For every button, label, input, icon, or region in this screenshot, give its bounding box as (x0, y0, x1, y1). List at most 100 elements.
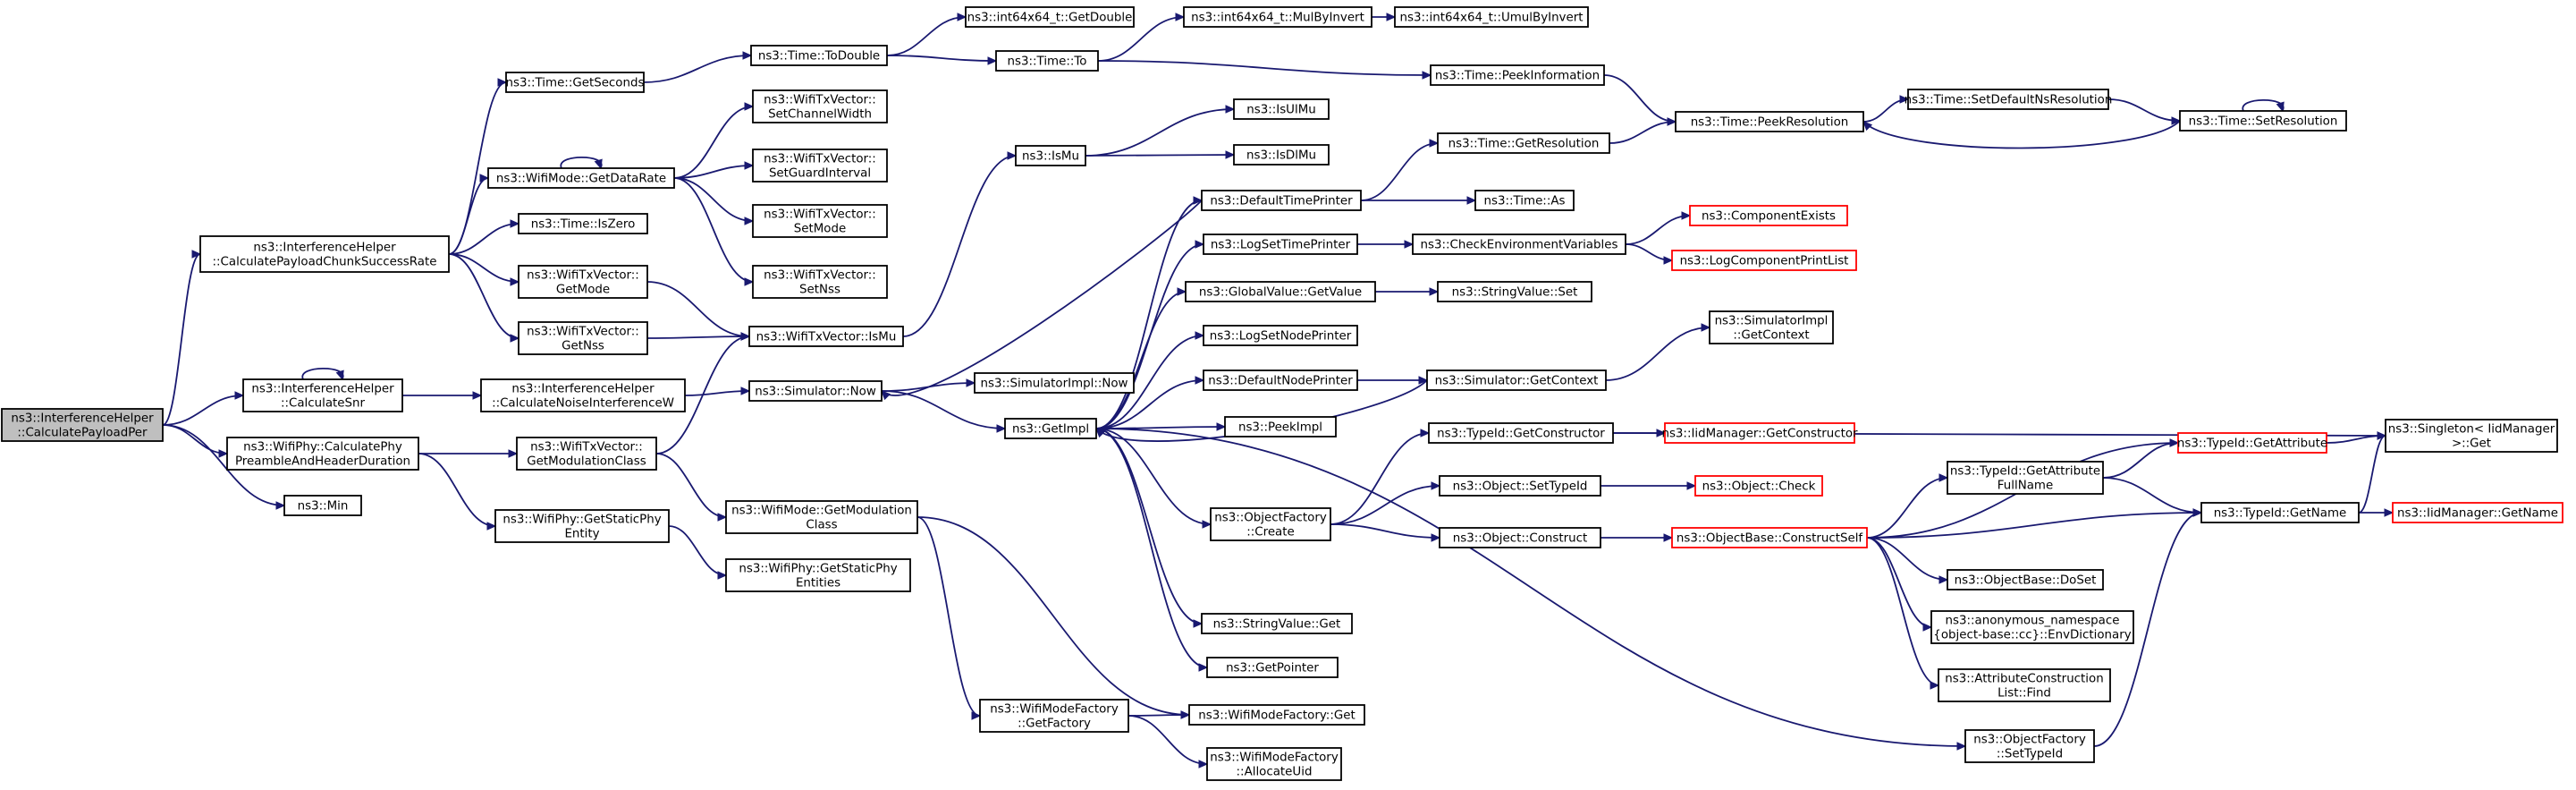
node-getdatarate[interactable]: ns3::WifiMode::GetDataRate (487, 167, 675, 189)
node-mode-getmodclass[interactable]: ns3::WifiMode::GetModulationClass (725, 500, 918, 534)
node-calcphy[interactable]: ns3::WifiPhy::CalculatePhyPreambleAndHea… (226, 437, 419, 471)
node-noise[interactable]: ns3::InterferenceHelper::CalculateNoiseI… (480, 378, 686, 412)
node-txv-getmode[interactable]: ns3::WifiTxVector::GetMode (518, 265, 648, 299)
edge-arrowhead (275, 501, 286, 510)
node-setdefres[interactable]: ns3::Time::SetDefaultNsResolution (1905, 89, 2113, 110)
node-obj-construct[interactable]: ns3::Object::Construct (1439, 527, 1601, 548)
node-getimpl[interactable]: ns3::GetImpl (1004, 418, 1097, 439)
node-umulbyinvert[interactable]: ns3::int64x64_t::UmulByInvert (1394, 6, 1589, 28)
node-label: >::Get (2452, 437, 2491, 451)
node-getdouble[interactable]: ns3::int64x64_t::GetDouble (965, 6, 1135, 28)
node-label: ns3::WifiTxVector:: (527, 269, 639, 283)
edge-line (673, 165, 754, 179)
node-txv-ismu[interactable]: ns3::WifiTxVector::IsMu (748, 326, 904, 347)
edge-line (301, 367, 344, 380)
node-label: SetChannelWidth (768, 108, 872, 122)
node-label: ns3::TypeId::GetAttribute (2177, 437, 2327, 451)
node-timeas[interactable]: ns3::Time::As (1474, 190, 1575, 211)
node-setres[interactable]: ns3::Time::SetResolution (2179, 110, 2347, 132)
node-setgi[interactable]: ns3::WifiTxVector::SetGuardInterval (752, 149, 888, 183)
node-constructself[interactable]: ns3::ObjectBase::ConstructSelf (1671, 527, 1868, 548)
node-allocateuid[interactable]: ns3::WifiModeFactory::AllocateUid (1206, 747, 1342, 781)
node-factory-getfactory[interactable]: ns3::WifiModeFactory::GetFactory (979, 699, 1129, 733)
node-getpointer[interactable]: ns3::GetPointer (1206, 657, 1339, 678)
node-simimplgetcontext[interactable]: ns3::SimulatorImpl::GetContext (1709, 310, 1834, 344)
edge-arrowhead (717, 513, 728, 522)
node-checkenv[interactable]: ns3::CheckEnvironmentVariables (1412, 234, 1626, 255)
node-compexists[interactable]: ns3::ComponentExists (1689, 205, 1848, 226)
node-deftimeprinter[interactable]: ns3::DefaultTimePrinter (1201, 190, 1362, 211)
node-setmode[interactable]: ns3::WifiTxVector::SetMode (752, 204, 888, 238)
edge-line (1603, 74, 1677, 123)
node-box (487, 167, 675, 189)
node-obj-settypeid[interactable]: ns3::Object::SetTypeId (1439, 475, 1601, 497)
node-strvalset[interactable]: ns3::StringValue::Set (1437, 281, 1592, 302)
edge-line (448, 253, 519, 283)
edge-getdatarate-to-setmode (673, 177, 755, 225)
edge-arrowhead (594, 158, 603, 170)
node-factory-get[interactable]: ns3::WifiModeFactory::Get (1188, 704, 1365, 726)
node-box (1394, 6, 1589, 28)
edge-line (668, 525, 727, 576)
node-box (1671, 527, 1868, 548)
node-iszero[interactable]: ns3::Time::IsZero (518, 213, 648, 234)
node-simimplnow[interactable]: ns3::SimulatorImpl::Now (974, 372, 1135, 394)
node-iidmgr-getctor[interactable]: ns3::IidManager::GetConstructor (1661, 422, 1858, 444)
node-chunk[interactable]: ns3::InterferenceHelper::CalculatePayloa… (199, 235, 450, 273)
node-min[interactable]: ns3::Min (283, 495, 362, 516)
node-txv-getmodclass[interactable]: ns3::WifiTxVector::GetModulationClass (516, 437, 657, 471)
node-box (974, 372, 1135, 394)
edge-arrowhead (744, 217, 755, 225)
node-logcompprint[interactable]: ns3::LogComponentPrintList (1671, 250, 1857, 271)
node-obj-check[interactable]: ns3::Object::Check (1694, 475, 1823, 497)
node-peekinfo[interactable]: ns3::Time::PeekInformation (1430, 64, 1605, 86)
node-label: ns3::TypeId::GetConstructor (1437, 428, 1605, 441)
node-label: ns3::InterferenceHelper (253, 242, 396, 255)
node-simnow[interactable]: ns3::Simulator::Now (748, 380, 883, 402)
node-peekimpl[interactable]: ns3::PeekImpl (1224, 416, 1337, 437)
node-box (2179, 110, 2347, 132)
node-todouble[interactable]: ns3::Time::ToDouble (750, 45, 888, 66)
node-setnss[interactable]: ns3::WifiTxVector::SetNss (752, 265, 888, 299)
node-logsetnodeprinter[interactable]: ns3::LogSetNodePrinter (1203, 325, 1358, 346)
node-snr[interactable]: ns3::InterferenceHelper::CalculateSnr (242, 378, 403, 412)
node-label: ::AllocateUid (1237, 766, 1313, 779)
node-label: ns3::IsDlMu (1246, 149, 1316, 163)
node-globalvalue[interactable]: ns3::GlobalValue::GetValue (1185, 281, 1376, 302)
edge-line (916, 516, 1190, 716)
node-gettimeres[interactable]: ns3::Time::GetResolution (1437, 132, 1610, 154)
node-setchw[interactable]: ns3::WifiTxVector::SetChannelWidth (752, 89, 888, 123)
node-getseconds[interactable]: ns3::Time::GetSeconds (505, 72, 645, 93)
node-timeto[interactable]: ns3::Time::To (995, 50, 1099, 72)
node-label: ns3::Time::PeekInformation (1435, 70, 1600, 83)
node-objfactory-settypeid[interactable]: ns3::ObjectFactory::SetTypeId (1964, 729, 2095, 763)
node-defnodeprinter[interactable]: ns3::DefaultNodePrinter (1203, 370, 1358, 391)
node-getattr[interactable]: ns3::TypeId::GetAttribute (2177, 432, 2327, 454)
node-typeid-getname[interactable]: ns3::TypeId::GetName (2200, 502, 2360, 523)
node-logsettimeprinter[interactable]: ns3::LogSetTimePrinter (1203, 234, 1358, 255)
edge-arrowhead (1225, 150, 1236, 159)
node-box (1689, 205, 1848, 226)
node-root[interactable]: ns3::InterferenceHelper::CalculatePayloa… (1, 408, 164, 442)
node-iidmgr-getname[interactable]: ns3::IidManager::GetName (2392, 502, 2563, 523)
node-ismu[interactable]: ns3::IsMu (1015, 145, 1086, 166)
node-envdict[interactable]: ns3::anonymous_namespace{object-base::cc… (1930, 610, 2134, 644)
node-peekres[interactable]: ns3::Time::PeekResolution (1675, 111, 1864, 132)
node-doset[interactable]: ns3::ObjectBase::DoSet (1947, 569, 2104, 590)
node-typeid-getctor[interactable]: ns3::TypeId::GetConstructor (1428, 422, 1614, 444)
node-txv-getnss[interactable]: ns3::WifiTxVector::GetNss (518, 321, 648, 355)
node-label: ns3::WifiPhy::GetStaticPhy (739, 563, 897, 576)
node-singleton[interactable]: ns3::Singleton< IidManager >::Get (2385, 419, 2558, 453)
node-strvalget[interactable]: ns3::StringValue::Get (1201, 613, 1353, 634)
edge-line (646, 281, 750, 337)
node-objfactory-create[interactable]: ns3::ObjectFactory::Create (1210, 507, 1331, 541)
node-mulbyinvert[interactable]: ns3::int64x64_t::MulByInvert (1183, 6, 1372, 28)
node-isdlmu[interactable]: ns3::IsDlMu (1233, 144, 1330, 166)
node-isulmu[interactable]: ns3::IsUlMu (1233, 98, 1330, 120)
node-simgetcontext[interactable]: ns3::Simulator::GetContext (1426, 370, 1607, 391)
node-label: List::Find (1997, 687, 2051, 701)
